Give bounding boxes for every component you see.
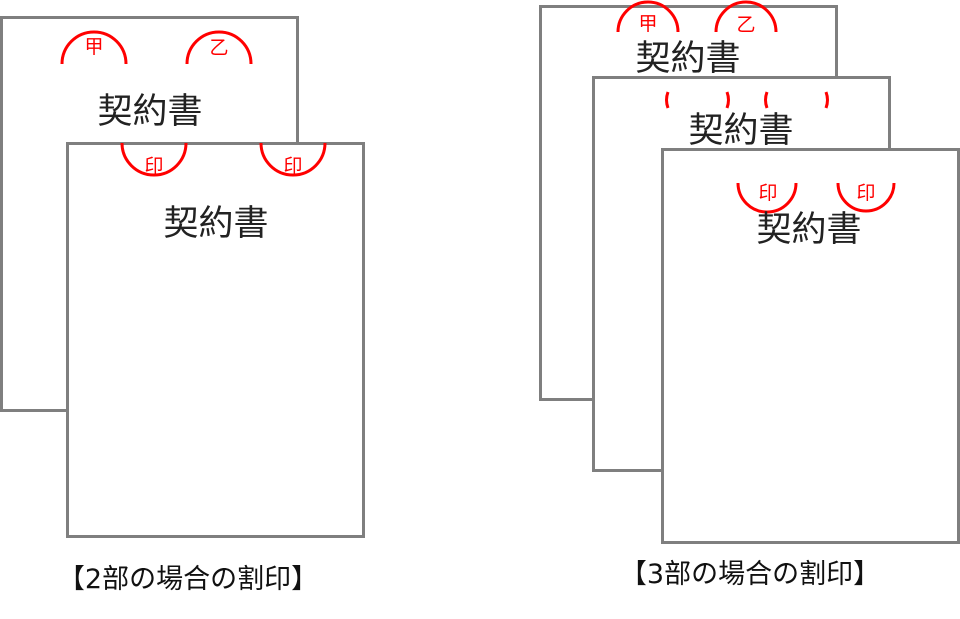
stamp-top-half-b [185, 30, 253, 65]
contract-title: 契約書 [756, 210, 861, 250]
contract-title: 契約書 [635, 39, 740, 79]
stamp-seal-label: 印 [144, 155, 163, 177]
contract-title: 契約書 [688, 111, 793, 151]
three-copies-group: 甲 乙 契約書 契約書 印 印 契約書 【3部の場合の割印】 [539, 0, 960, 590]
contract-page-3 [661, 148, 960, 544]
stamp-top-half-a [60, 30, 128, 65]
two-copies-group: 甲 乙 契約書 印 印 契約書 【2部の場合の割印】 [0, 16, 365, 595]
stamp-bottom-half-a [120, 142, 188, 177]
contract-page-front [66, 142, 365, 538]
stamp-seal-label: 印 [856, 182, 875, 204]
stamp-label-a: 甲 [84, 36, 103, 58]
stamp-fragment-a [665, 91, 730, 109]
stamp-seal-label: 印 [283, 155, 302, 177]
stamp-label-b: 乙 [209, 37, 228, 59]
stamp-fragment-b [714, 0, 778, 33]
stamp-bottom-half-b [259, 142, 327, 177]
stamp-label-a: 甲 [638, 13, 657, 35]
contract-title: 契約書 [163, 204, 268, 244]
stamp-label-b: 乙 [736, 14, 755, 36]
contract-title: 契約書 [97, 92, 202, 132]
stamp-seal-label: 印 [758, 182, 777, 204]
stamp-fragment-b [836, 182, 896, 213]
stamp-fragment-a [616, 0, 680, 33]
stamp-fragment-b [764, 91, 829, 109]
caption-two-copies: 【2部の場合の割印】 [58, 564, 318, 595]
caption-three-copies: 【3部の場合の割印】 [620, 559, 880, 590]
stamp-fragment-a [736, 182, 798, 214]
